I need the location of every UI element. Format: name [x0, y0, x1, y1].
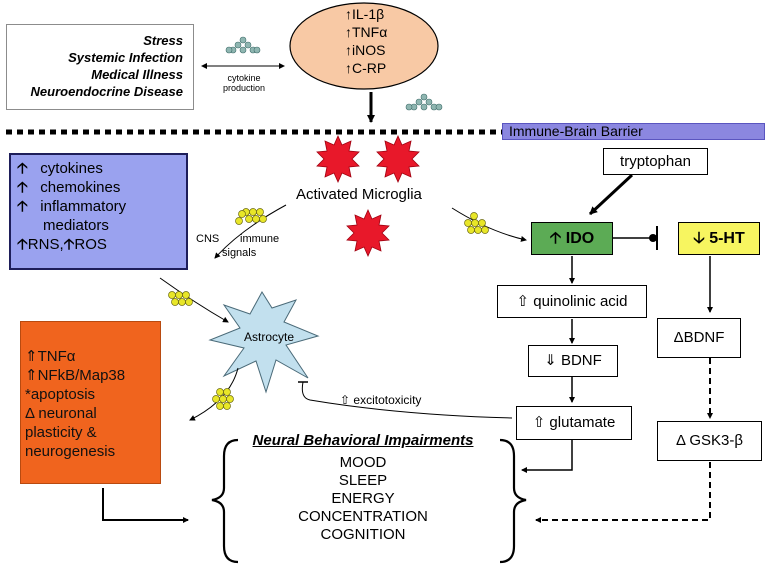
bold-up-arrow-icon: 🡡 [17, 160, 28, 177]
gsk3-box: Δ GSK3-β [657, 421, 762, 461]
mediator-item: 🡡 cytokines [17, 160, 103, 177]
ido-box: 🡡 IDO [531, 222, 613, 255]
impairment-item: CONCENTRATION [298, 508, 428, 525]
microglia-to-ido-arrow [451, 207, 527, 242]
cytokine-cluster-icon [405, 93, 443, 111]
cytokine-item: ↑iNOS [345, 42, 386, 58]
bold-up-arrow-icon: 🡡 [549, 230, 562, 247]
impairments-title: Neural Behavioral Impairments [252, 432, 474, 449]
neuronal-effect-line: plasticity & [25, 424, 97, 441]
neural-behavioral-impairments: Neural Behavioral Impairments MOOD SLEEP… [218, 432, 508, 544]
immune-label: immune [240, 233, 280, 245]
up-arrow-icon: ↑ [345, 42, 352, 58]
cns-label: CNS [196, 233, 220, 245]
bold-up-arrow-icon: 🡡 [17, 198, 28, 215]
astrocyte-icon [208, 291, 320, 394]
mediator-item: mediators [43, 217, 109, 234]
neuronal-effects-box: ⇑TNFα ⇑NFkB/Map38 *apoptosis Δ neuronal … [20, 321, 161, 484]
yellow-cytokine-cluster-icon [235, 208, 267, 225]
neuronal-effect-line: *apoptosis [25, 386, 96, 403]
delta-bdnf-box: ΔBDNF [657, 318, 741, 358]
excitotoxicity-label: ⇧ excitotoxicity [340, 393, 422, 407]
neuronal-effect-line: neurogenesis [25, 443, 116, 460]
up-arrow-icon: ↑ [345, 60, 352, 76]
astrocyte-label: Astrocyte [244, 330, 295, 344]
bold-down-arrow-icon: 🡣 [693, 230, 705, 247]
yellow-cytokine-cluster-icon [464, 212, 489, 234]
cytokine-item: ↑IL-1β [345, 6, 385, 22]
quinolinic-acid-box: ⇧ quinolinic acid [497, 285, 647, 318]
immune-brain-barrier-label: Immune-Brain Barrier [502, 123, 765, 140]
bdnf-down-box: ⇓ BDNF [528, 345, 618, 377]
cytokine-item: ↑C-RP [345, 60, 387, 76]
neuronal-effect-line: ⇑TNFα [25, 348, 76, 365]
inhibition-end-icon [649, 234, 657, 242]
cytokine-cluster-icon [225, 36, 261, 54]
tryptophan-to-ido-arrow [588, 173, 634, 216]
astrocyte-to-neuron-arrow [189, 367, 239, 421]
impairment-item: MOOD [339, 454, 387, 471]
up-arrow-icon: ↑ [345, 6, 352, 22]
mediator-item: 🡡RNS,🡡ROS [17, 236, 107, 253]
mediators-to-astrocyte-arrow [159, 277, 229, 323]
bold-up-arrow-icon: 🡡 [17, 179, 28, 196]
impairment-item: ENERGY [331, 490, 395, 507]
bold-up-arrow-icon: 🡡 [17, 236, 28, 253]
microglia-label: Activated Microglia [296, 186, 422, 203]
right-brace [499, 438, 527, 564]
yellow-cytokine-cluster-icon [212, 388, 234, 410]
impairment-item: COGNITION [320, 526, 406, 543]
glutamate-box: ⇧ glutamate [516, 406, 632, 440]
gsk-to-impairments-arrow [535, 462, 711, 523]
neuronal-effect-line: ⇑NFkB/Map38 [25, 367, 126, 384]
neuronal-effect-line: Δ neuronal [25, 405, 97, 422]
bold-up-arrow-icon: 🡡 [63, 236, 75, 253]
left-brace [211, 438, 239, 564]
stress-line: Stress [143, 33, 183, 48]
stress-line: Neuroendocrine Disease [30, 84, 183, 99]
cytokine-production-label: cytokine production [222, 73, 266, 93]
excitotoxicity-arrow [301, 381, 513, 419]
tryptophan-box: tryptophan [603, 148, 708, 175]
mediator-item: 🡡 inflammatory [17, 198, 127, 215]
yellow-cytokine-cluster-icon [168, 291, 193, 306]
signals-label: signals [222, 247, 257, 259]
cytokine-item: ↑TNFα [345, 24, 388, 40]
impairment-item: SLEEP [338, 472, 388, 489]
stress-line: Systemic Infection [68, 50, 183, 65]
cytokine-ellipse [289, 2, 439, 90]
cns-signal-arrow [214, 204, 287, 259]
stress-line: Medical Illness [91, 67, 183, 82]
stress-factors-box: Stress Systemic Infection Medical Illnes… [6, 24, 194, 110]
serotonin-box: 🡣 5-HT [678, 222, 760, 255]
microglia-icon [316, 135, 420, 257]
up-arrow-icon: ↑ [345, 24, 352, 40]
glutamate-to-impairments-arrow [521, 440, 573, 473]
inflammatory-mediators-box: 🡡 cytokines 🡡 chemokines 🡡 inflammatory … [9, 153, 188, 270]
neuron-to-impairments-arrow [102, 488, 189, 523]
mediator-item: 🡡 chemokines [17, 179, 121, 196]
cytokine-list: ↑IL-1β ↑TNFα ↑iNOS ↑C-RP [345, 5, 435, 77]
